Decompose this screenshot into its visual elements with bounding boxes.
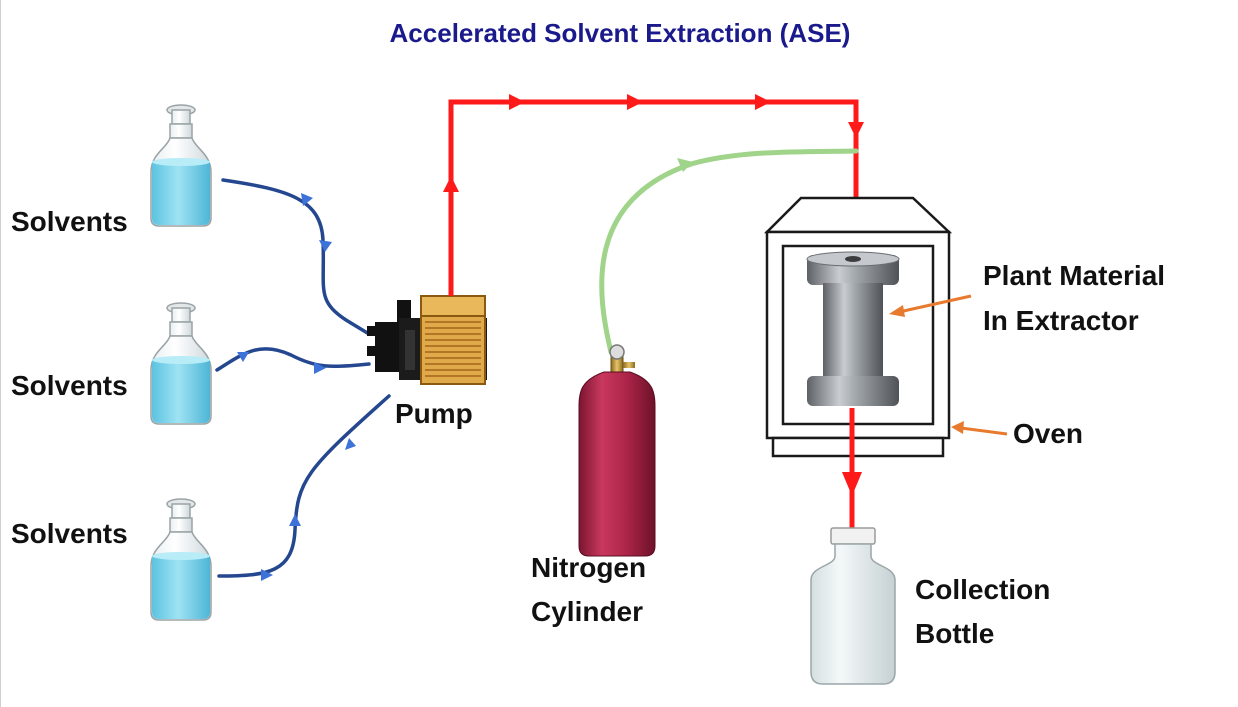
solvent-arrow-3c [345,438,356,450]
solvent-flask-2 [150,302,212,425]
solvent-arrow-3b [289,514,301,526]
flow-arrow-right-1 [509,94,525,110]
solvent-line-1 [221,178,371,336]
pump [367,295,487,385]
diagram-title: Accelerated Solvent Extraction (ASE) [389,18,851,48]
nitrogen-arrow [677,158,693,172]
label-extractor-line2: In Extractor [983,305,1139,336]
solvent-arrowheads [237,193,356,581]
outlet-arrow [842,472,862,496]
solvent-arrow-1a [301,193,313,206]
label-collection-line1: Collection [915,574,1051,605]
nitrogen-line [599,148,859,355]
pointer-extractor [889,294,972,317]
label-solvents-2: Solvents [11,370,128,401]
solvent-flow-line [448,99,859,296]
solvent-flask-1 [150,104,212,227]
solvent-flask-3 [150,498,212,621]
solvent-arrow-2b [314,362,326,374]
label-oven: Oven [1013,418,1084,449]
label-extractor-line1: Plant Material [983,260,1166,291]
solvent-arrow-2a [237,352,249,362]
outlet-line [842,408,862,530]
label-solvents-3: Solvents [11,518,128,549]
label-nitrogen-line1: Nitrogen [531,552,647,583]
pointer-oven [951,421,1008,436]
solvent-line-2 [215,347,371,372]
nitrogen-cylinder [578,344,656,557]
label-pump: Pump [395,398,473,429]
solvent-arrow-3a [261,569,273,581]
flow-arrow-down-1 [848,122,864,138]
label-solvents-1: Solvents [11,206,128,237]
solvent-arrow-1b [319,240,332,252]
solvent-line-3 [217,394,391,578]
label-collection-line2: Bottle [915,618,995,649]
extractor [806,251,900,406]
flow-arrow-right-3 [755,94,771,110]
collection-bottle [810,527,896,685]
label-nitrogen-line2: Cylinder [531,596,644,627]
flow-arrow-up [443,176,459,192]
flow-arrow-right-2 [627,94,643,110]
